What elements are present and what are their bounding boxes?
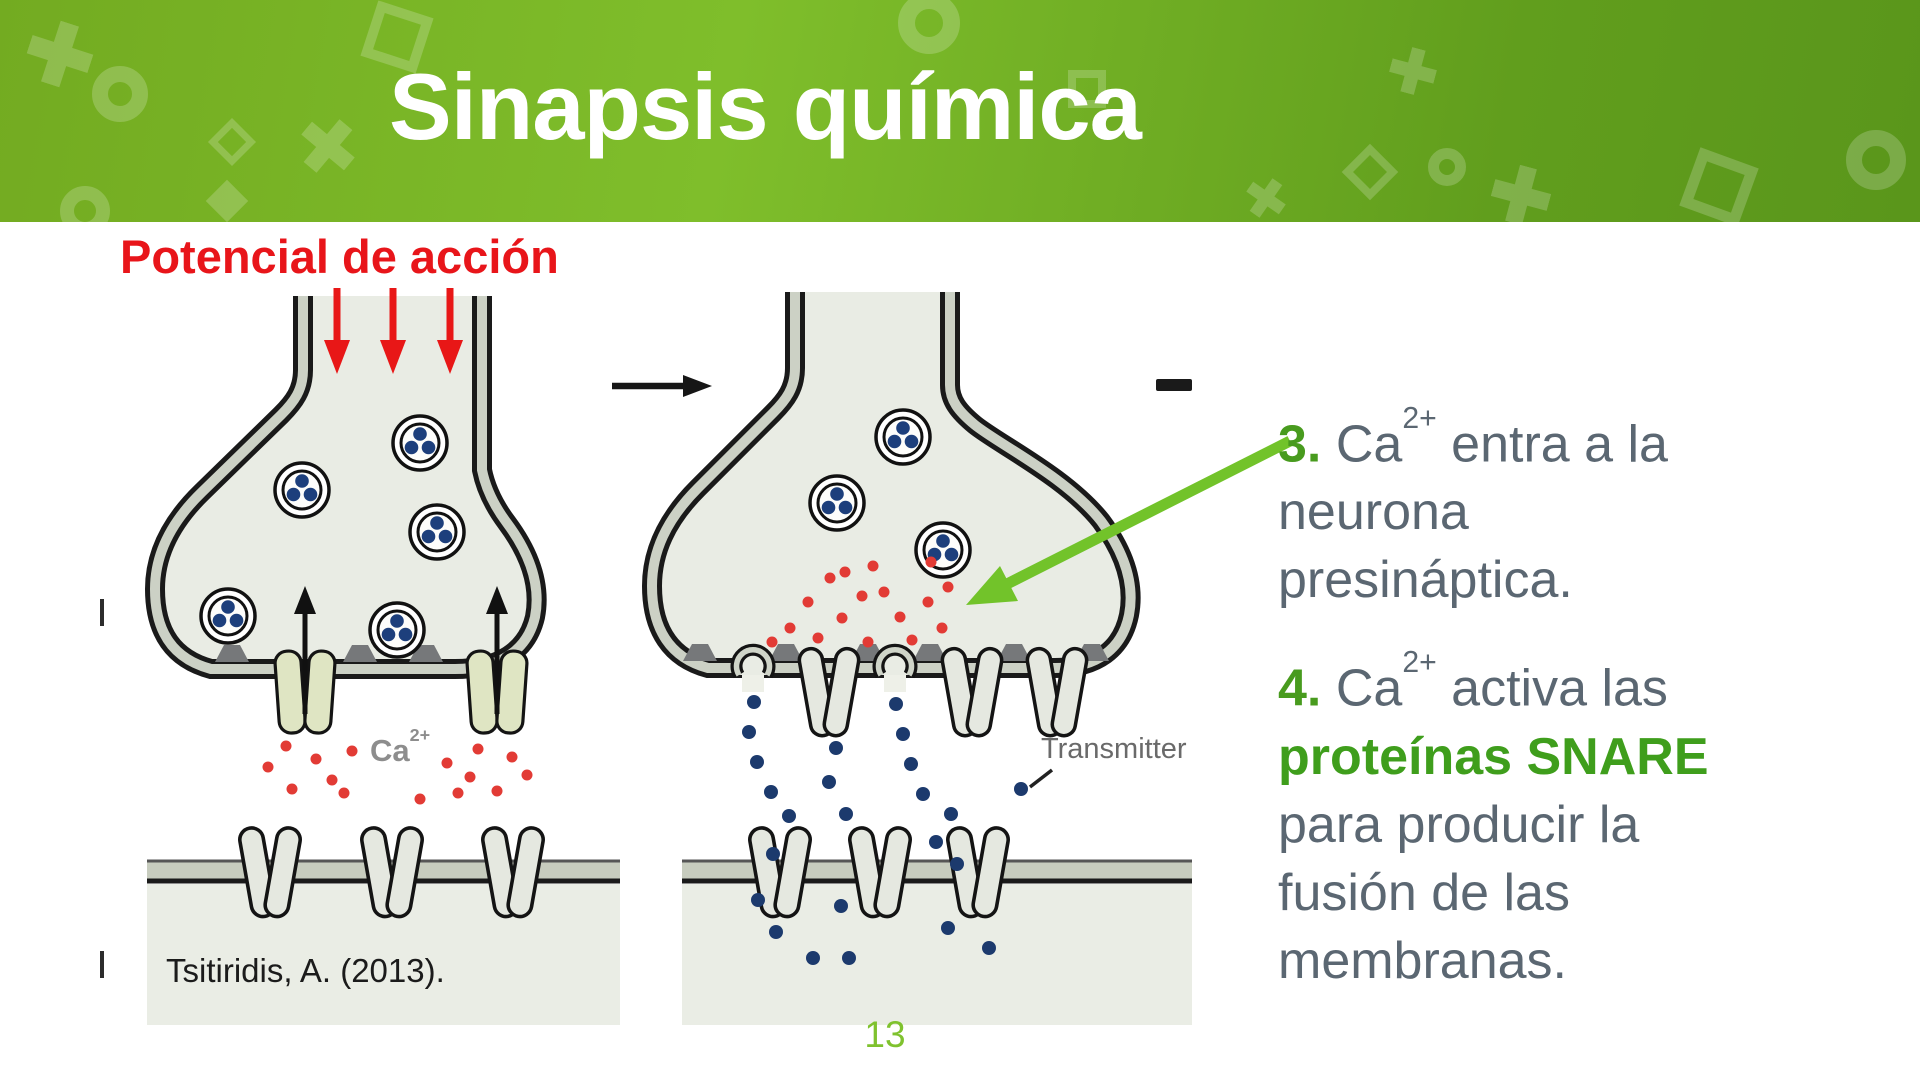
vesicle-icon <box>408 503 466 561</box>
fused-vesicle-omega-icon <box>879 650 912 675</box>
decor-ring-icon <box>92 66 148 122</box>
bullet-4-text: activa las <box>1436 659 1668 718</box>
vesicle-icon <box>391 414 449 472</box>
bullet-3-ion: Ca <box>1335 415 1403 474</box>
citation: Tsitiridis, A. (2013). <box>166 952 445 989</box>
bullet-4-text-end: para producir la fusión de las membranas… <box>1278 795 1640 990</box>
vesicle-icon <box>914 521 972 579</box>
panel-arrow-icon <box>612 375 712 397</box>
calcium-ions-1 <box>262 740 533 805</box>
cropped-arrow-dash <box>1156 379 1192 391</box>
bullet-3-text: entra a la neurona presináptica. <box>1278 415 1668 610</box>
calcium-ions-2 <box>766 556 954 648</box>
postsynaptic-membrane-2 <box>682 824 1192 1025</box>
action-potential-label: Potencial de acción <box>120 230 559 283</box>
transmitter-pointer-line <box>1028 768 1054 789</box>
action-potential-arrows <box>324 288 463 374</box>
bullet-4-highlight: proteínas SNARE <box>1278 727 1709 786</box>
bullet-list: 3. Ca2+ entra a la neurona presináptica.… <box>1278 400 1778 1025</box>
header-banner: Sinapsis química <box>0 0 1920 222</box>
vesicle-icon <box>199 587 257 645</box>
bullet-3-number: 3. <box>1278 415 1322 474</box>
bullet-4: 4. Ca2+ activa las proteínas SNARE para … <box>1278 644 1778 994</box>
decor-ring-icon <box>1846 130 1906 190</box>
bullet-3: 3. Ca2+ entra a la neurona presináptica. <box>1278 400 1778 614</box>
vesicle-icon <box>368 601 426 659</box>
up-arrow-icon <box>294 586 316 614</box>
vesicle-icon <box>273 461 331 519</box>
transmitter-molecules <box>742 695 1028 965</box>
decor-ring-icon <box>1428 148 1466 186</box>
bullet-4-number: 4. <box>1278 659 1322 718</box>
postsynaptic-membrane-1 <box>147 824 620 1025</box>
bullet-4-ion: Ca <box>1335 659 1403 718</box>
bullet-3-ion-sup: 2+ <box>1402 401 1437 435</box>
cropped-text-mark <box>100 951 104 978</box>
presynaptic-terminal-2 <box>641 292 1141 740</box>
page-number: 13 <box>864 1014 906 1055</box>
bullet-4-ion-sup: 2+ <box>1402 646 1437 680</box>
green-annotation-arrow <box>966 436 1293 605</box>
calcium-label-base: Ca <box>370 733 410 768</box>
vesicle-icon <box>874 408 932 466</box>
calcium-label-sup: 2+ <box>409 724 431 745</box>
transmitter-label: Transmitter <box>1041 733 1187 765</box>
decor-square-outline-icon <box>1068 70 1106 108</box>
up-arrow-icon <box>486 586 508 614</box>
fused-vesicle-omega-icon <box>737 650 770 675</box>
presynaptic-terminal-1 <box>144 296 547 736</box>
vesicle-icon <box>808 474 866 532</box>
cropped-text-mark <box>100 599 104 626</box>
slide-title: Sinapsis química <box>389 54 1142 159</box>
calcium-label: Ca2+ <box>370 725 430 769</box>
